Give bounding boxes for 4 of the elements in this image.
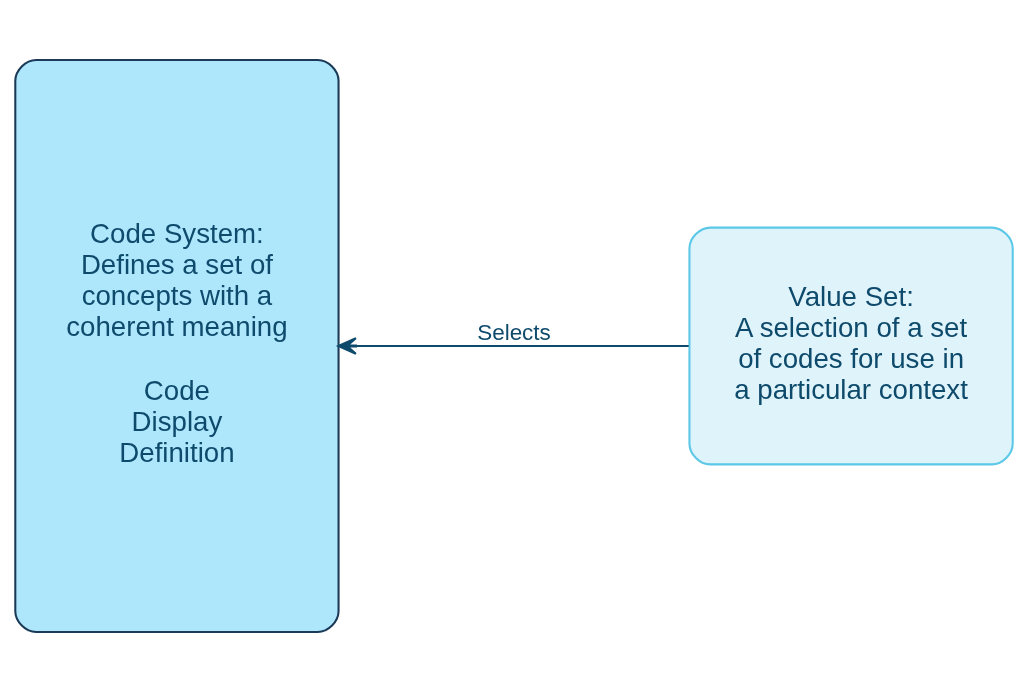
- node-box: Value Set: A selection of a set of codes for use in a particular context: [688, 226, 1014, 466]
- node-box: Code System: Defines a set of concepts with a coherent meaning Code Display Definition: [14, 58, 340, 634]
- edge-label: Selects: [477, 319, 551, 345]
- arrow: [337, 337, 689, 355]
